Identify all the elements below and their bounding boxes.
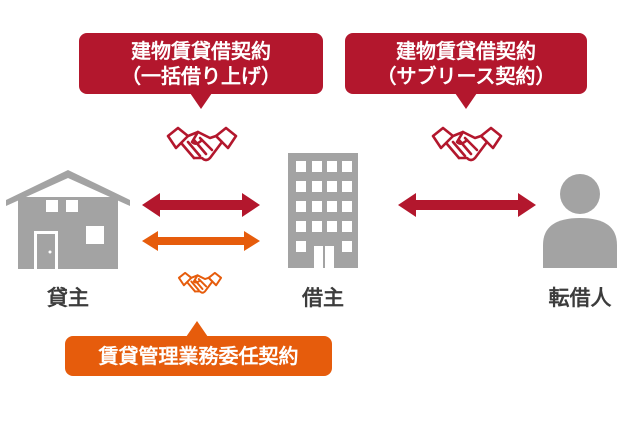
callout-pointer (190, 93, 212, 109)
house-icon (6, 170, 130, 269)
handshake-icon (431, 126, 503, 162)
handshake-icon (177, 271, 223, 294)
sublessee-label: 転借人 (548, 286, 612, 310)
sublease-subtitle: （サブリース契約） (376, 64, 556, 88)
callout-pointer (455, 93, 477, 109)
management-contract-label: 賃貸管理業務委任契約 (98, 344, 299, 368)
master-lease-subtitle: （一括借り上げ） (121, 64, 281, 88)
sublease-title: 建物賃貸借契約 (396, 39, 536, 63)
master-lease-callout: 建物賃貸借契約 （一括借り上げ） (79, 33, 323, 109)
callout-pointer (186, 321, 208, 337)
sublease-callout: 建物賃貸借契約 （サブリース契約） (345, 33, 587, 109)
lease-arrow (142, 193, 260, 217)
lessee-label: 借主 (302, 286, 344, 310)
management-callout: 賃貸管理業務委任契約 (65, 321, 332, 376)
person-icon (543, 174, 617, 268)
handshake-icon (166, 126, 238, 162)
management-arrow (142, 231, 260, 251)
building-icon (288, 153, 358, 268)
lessor-label: 貸主 (47, 286, 89, 310)
sublease-arrow (398, 193, 536, 217)
master-lease-title: 建物賃貸借契約 (131, 39, 271, 63)
